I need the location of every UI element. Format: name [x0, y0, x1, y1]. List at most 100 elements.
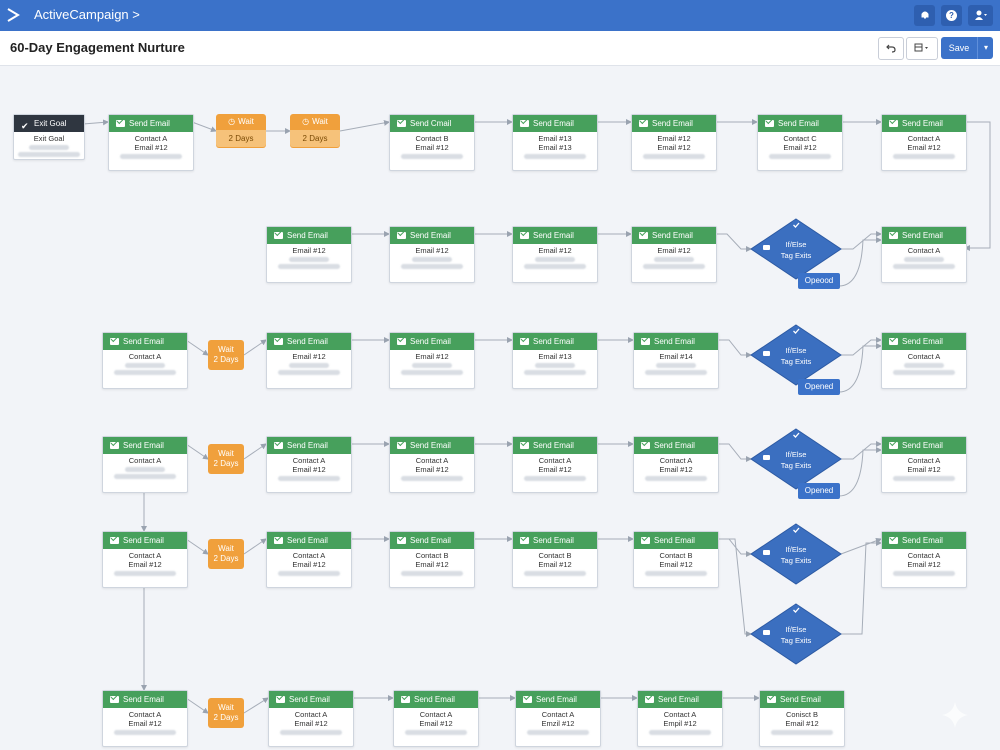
node-line-1: Contact A	[541, 710, 575, 719]
envelope-icon	[397, 442, 406, 449]
notifications-button[interactable]	[914, 5, 935, 26]
bell-icon	[921, 11, 928, 19]
node-title: Send Email	[654, 536, 695, 545]
wait-duration: 2 Days	[213, 355, 239, 364]
envelope-icon	[889, 338, 898, 345]
node-title: Send Email	[902, 231, 943, 240]
activecampaign-logo-icon[interactable]	[6, 7, 20, 23]
user-menu-button[interactable]	[968, 5, 993, 26]
node-line-1: Email #13	[538, 352, 572, 361]
envelope-icon	[641, 338, 650, 345]
node-line-1: Contact A	[907, 456, 941, 465]
blurred-email-text	[893, 476, 955, 481]
node-header: Send Email	[882, 333, 966, 350]
node-line-1: Email #13	[538, 134, 572, 143]
blurred-email-text	[893, 370, 955, 375]
envelope-icon	[641, 442, 650, 449]
node-header: Send Email	[269, 691, 353, 708]
node-line-2: Email #12	[657, 143, 691, 152]
blurred-email-text	[527, 730, 589, 735]
blurred-text	[289, 257, 329, 262]
node-header: Send Email	[882, 115, 966, 132]
wait-duration: 2 Days	[213, 554, 239, 563]
node-line-2: Email #12	[419, 719, 453, 728]
node-header: Send Email	[882, 437, 966, 454]
top-navigation-bar: ActiveCampaign > ?	[0, 0, 1000, 31]
help-button[interactable]: ?	[941, 5, 962, 26]
blurred-text	[125, 363, 165, 368]
opened-branch-badge[interactable]: Opened	[798, 483, 840, 499]
node-line-1: Email #12	[657, 134, 691, 143]
blurred-email-text	[524, 370, 586, 375]
node-line-1: Email #12	[415, 246, 449, 255]
condition-title: If/Else	[785, 346, 807, 355]
save-button[interactable]: Save ▾	[941, 37, 993, 59]
opened-branch-badge[interactable]: Opened	[798, 379, 840, 395]
diamond-shape	[750, 428, 842, 490]
node-line-2: Email #12	[907, 560, 941, 569]
node-line-1: Contact A	[128, 551, 162, 560]
node-title: Send Email	[533, 337, 574, 346]
node-line-1: Contact B	[415, 134, 449, 143]
brand-name[interactable]: ActiveCampaign >	[34, 7, 140, 22]
opened-branch-badge[interactable]: Opeood	[798, 273, 840, 289]
view-options-button[interactable]	[906, 37, 938, 60]
node-line-1: Contact A	[292, 456, 326, 465]
node-header: Send Email	[103, 333, 187, 350]
node-header: Send Email	[390, 532, 474, 549]
undo-button[interactable]	[878, 37, 904, 60]
node-title: Send Email	[533, 119, 574, 128]
node-line-2: Email #12	[785, 719, 819, 728]
save-dropdown-icon[interactable]: ▾	[977, 37, 994, 59]
blurred-text	[656, 363, 696, 368]
